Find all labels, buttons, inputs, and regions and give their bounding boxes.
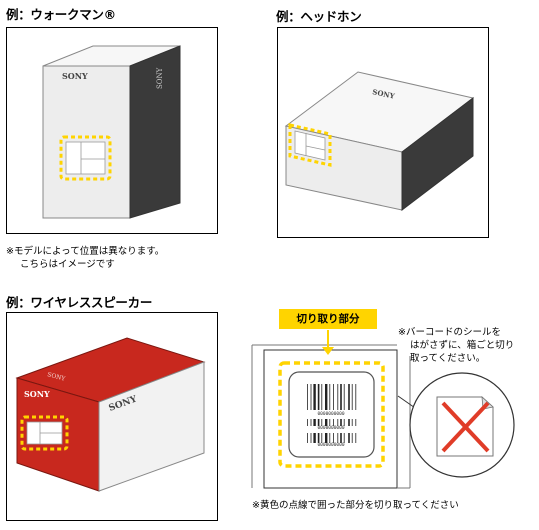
barcode-bar [310, 384, 312, 410]
note-image-only: こちらはイメージです [20, 259, 115, 270]
note-model-position: ※モデルによって位置は異なります。 [6, 246, 165, 257]
headphones-cut-area [288, 123, 332, 167]
walkman-barcode-label [65, 141, 106, 175]
barcode-bar [343, 384, 345, 410]
barcode-bar [317, 433, 320, 443]
barcode-bar [333, 384, 334, 410]
barcode-bar [313, 384, 316, 410]
barcode-bar [321, 384, 323, 410]
barcode-bar [343, 433, 345, 443]
barcode-sticker [288, 371, 375, 458]
headphones-barcode-label [294, 130, 326, 161]
barcode-bar [333, 419, 334, 426]
barcode-stripes [307, 384, 357, 443]
barcode-bar [313, 433, 316, 443]
barcode-bar [333, 433, 334, 443]
barcode-bar [317, 419, 320, 426]
barcode-bar [307, 384, 308, 410]
barcode-bar [351, 419, 353, 426]
speaker-cut-area [20, 415, 69, 451]
barcode-number-3: 0000000000 [317, 442, 344, 448]
barcode-bar [355, 433, 357, 443]
barcode-bar [355, 419, 357, 426]
speaker-box-illustration: SONY SONY SONY [6, 312, 218, 521]
barcode-bar [310, 433, 312, 443]
barcode-bar [351, 384, 353, 410]
detail-cut-area [278, 361, 385, 468]
barcode-bar [340, 384, 342, 410]
barcode-bar [329, 419, 331, 426]
note-peel-line2: はがさずに、箱ごと切り [410, 340, 515, 351]
barcode-bar [355, 384, 357, 410]
walkman-box-illustration: SONY SONY [6, 27, 218, 234]
barcode-bar [340, 419, 342, 426]
speaker-brand-top: SONY [46, 371, 66, 383]
barcode-bar [351, 433, 353, 443]
walkman-cut-area [59, 135, 112, 181]
heading-speaker: 例：ワイヤレススピーカー [6, 295, 153, 310]
walkman-brand-side: SONY [156, 67, 164, 89]
barcode-bar [337, 433, 339, 443]
barcode-bar [307, 419, 308, 426]
cut-part-badge: 切り取り部分 [279, 309, 377, 329]
barcode-bar [325, 419, 328, 426]
barcode-bar [321, 433, 323, 443]
barcode-bar [337, 419, 339, 426]
barcode-bar [313, 419, 316, 426]
walkman-brand-front: SONY [62, 71, 88, 81]
barcode-bar [337, 384, 339, 410]
note-peel-line1: ※バーコードのシールを [398, 327, 501, 338]
barcode-bar [329, 384, 331, 410]
barcode-bar [307, 433, 308, 443]
heading-walkman: 例：ウォークマン® [6, 7, 116, 22]
barcode-bar [325, 384, 328, 410]
speaker-brand-front: SONY [24, 389, 50, 399]
barcode-number-2: 0000000000 [317, 425, 344, 431]
barcode-number-1: 0000000000 [317, 411, 344, 417]
barcode-bar [321, 419, 323, 426]
barcode-bar [348, 433, 350, 443]
barcode-bar [310, 419, 312, 426]
barcode-bar [348, 384, 350, 410]
headphones-box-illustration: SONY [277, 27, 489, 238]
barcode-bar [317, 384, 320, 410]
heading-headphones: 例：ヘッドホン [276, 9, 362, 24]
barcode-bar [325, 433, 328, 443]
barcode-bar [329, 433, 331, 443]
note-bottom-cut-instruction: ※黄色の点線で囲った部分を切り取ってください [252, 500, 459, 511]
barcode-bar [348, 419, 350, 426]
barcode-bar [343, 419, 345, 426]
barcode-bar [340, 433, 342, 443]
note-peel-line3: 取ってください。 [410, 353, 486, 364]
